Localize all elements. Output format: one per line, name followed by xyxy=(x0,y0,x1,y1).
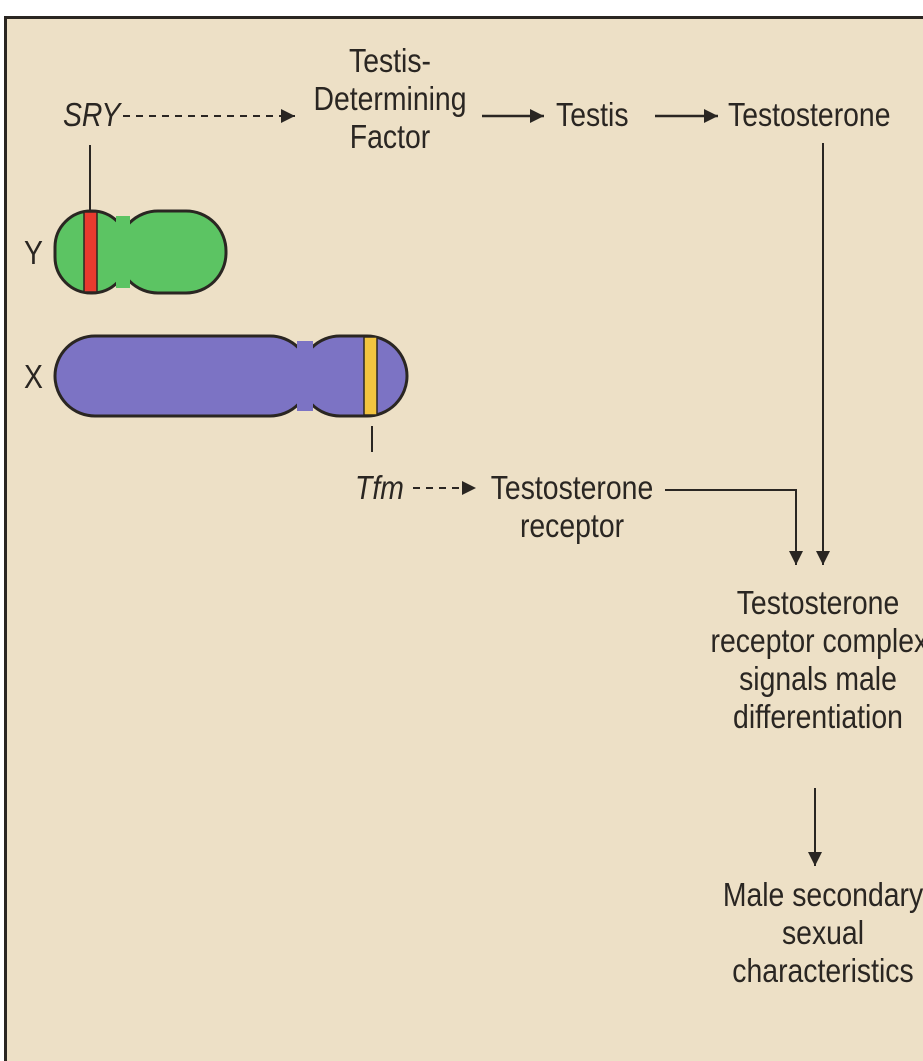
arrow-receptor-to-complex xyxy=(665,490,796,565)
tdf-label: Testis- Determining Factor xyxy=(304,42,476,156)
testis-label: Testis xyxy=(556,96,629,134)
y-chromosome-label: Y xyxy=(24,234,43,272)
male-secondary-characteristics-label: Male secondary sexual characteristics xyxy=(720,876,923,990)
x-chromosome-label: X xyxy=(24,358,43,396)
testosterone-receptor-label: Testosterone receptor xyxy=(482,469,663,545)
tfm-band xyxy=(364,337,377,415)
tfm-gene-label: Tfm xyxy=(355,469,404,507)
x-chromosome xyxy=(55,336,407,416)
sry-gene-label: SRY xyxy=(63,96,120,134)
testosterone-label: Testosterone xyxy=(728,96,890,134)
receptor-complex-label: Testosterone receptor complex signals ma… xyxy=(711,584,923,736)
y-chromosome xyxy=(55,211,226,293)
sry-band xyxy=(84,212,97,292)
